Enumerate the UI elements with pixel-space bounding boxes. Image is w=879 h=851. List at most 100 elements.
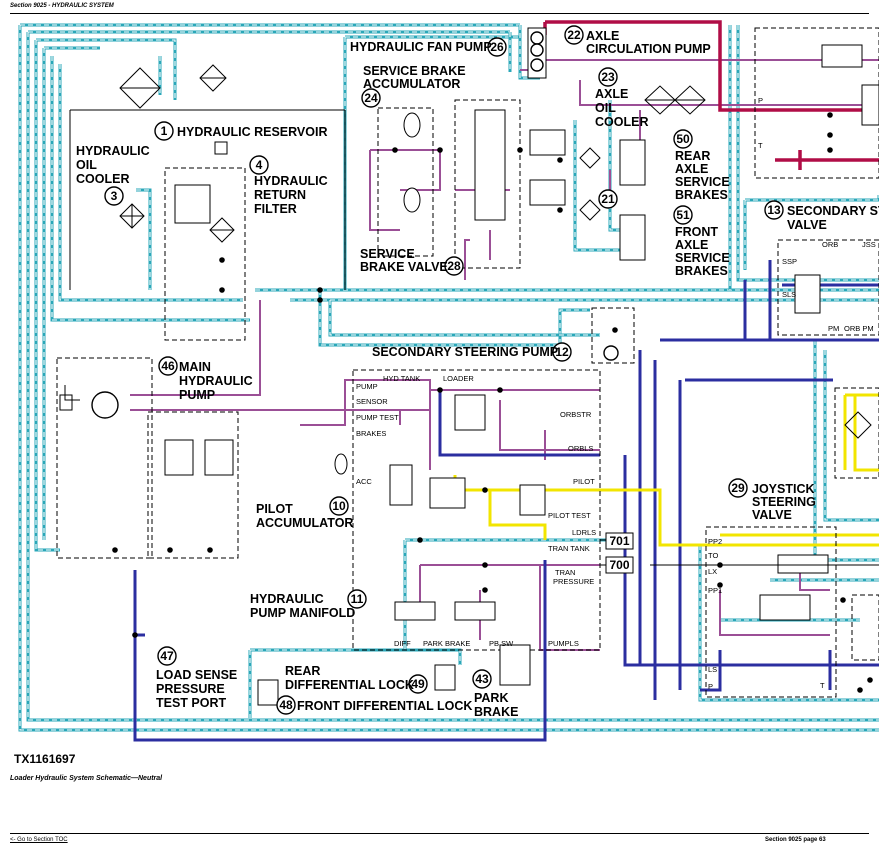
callout-1: 1 [154, 121, 174, 141]
svg-text:1: 1 [161, 124, 168, 138]
svg-text:23: 23 [601, 70, 615, 84]
svg-text:P: P [708, 682, 713, 691]
svg-text:11: 11 [351, 592, 364, 606]
svg-text:ORBLS: ORBLS [568, 444, 593, 453]
svg-text:51: 51 [676, 208, 690, 222]
callout-21: 21 [598, 189, 618, 209]
svg-text:46: 46 [161, 359, 175, 373]
component-outlines [56, 27, 879, 706]
svg-text:PUMP TEST: PUMP TEST [356, 413, 399, 422]
svg-text:BRAKES: BRAKES [356, 429, 386, 438]
svg-text:PILOT TEST: PILOT TEST [548, 511, 591, 520]
pilot-line-network [18, 23, 879, 732]
callout-46: 46 [158, 356, 178, 376]
callout-10: 10 [329, 496, 349, 516]
svg-text:T: T [820, 681, 825, 690]
callout-43: 43 [472, 669, 492, 689]
callout-13: 13 [764, 200, 784, 220]
svg-text:SLS: SLS [782, 290, 796, 299]
svg-text:LS: LS [708, 665, 717, 674]
footer-divider [10, 833, 869, 834]
svg-text:50: 50 [676, 132, 690, 146]
svg-text:47: 47 [160, 649, 174, 663]
svg-text:PM: PM [828, 324, 839, 333]
svg-text:LOADER: LOADER [443, 374, 474, 383]
svg-text:T: T [758, 141, 763, 150]
label-reservoir: HYDRAULIC RESERVOIR [177, 125, 327, 139]
svg-text:PUMP: PUMP [356, 382, 378, 391]
svg-text:700: 700 [609, 558, 629, 572]
page-number: Section 9025 page 63 [765, 837, 826, 843]
svg-text:21: 21 [601, 192, 615, 206]
svg-text:JSS: JSS [862, 240, 876, 249]
callout-4: 4 [249, 155, 269, 175]
callout-12: 12 [552, 342, 572, 362]
svg-text:PARK BRAKE: PARK BRAKE [423, 639, 470, 648]
svg-text:SENSOR: SENSOR [356, 397, 388, 406]
svg-text:PP1: PP1 [708, 586, 722, 595]
header-divider [10, 13, 869, 14]
svg-text:ORB PM: ORB PM [844, 324, 874, 333]
callout-28: 28 [444, 256, 464, 276]
callout-22: 22 [564, 25, 584, 45]
svg-text:29: 29 [731, 481, 745, 495]
svg-text:ACC: ACC [356, 477, 372, 486]
svg-text:701: 701 [609, 534, 629, 548]
svg-text:LDRLS: LDRLS [572, 528, 596, 537]
test-port-701: 701 [605, 532, 634, 550]
svg-text:49: 49 [411, 677, 425, 691]
svg-text:10: 10 [332, 499, 346, 513]
svg-text:PILOT: PILOT [573, 477, 595, 486]
svg-text:4: 4 [256, 158, 263, 172]
svg-text:TO: TO [708, 551, 718, 560]
figure-id: TX1161697 [14, 752, 76, 766]
label-front-diff-lock: FRONT DIFFERENTIAL LOCK [297, 699, 472, 713]
svg-text:PB SW: PB SW [489, 639, 514, 648]
figure-caption: Loader Hydraulic System Schematic—Neutra… [10, 775, 163, 782]
callout-26: 26 [487, 37, 507, 57]
section-toc-link[interactable]: <- Go to Section TOC [10, 837, 68, 843]
callout-49: 49 [408, 674, 428, 694]
svg-text:22: 22 [567, 28, 581, 42]
svg-text:DIFF: DIFF [394, 639, 411, 648]
svg-text:48: 48 [279, 698, 293, 712]
svg-text:SSP: SSP [782, 257, 797, 266]
junction-dots [112, 112, 873, 693]
svg-text:28: 28 [447, 259, 461, 273]
label-fan-pump: HYDRAULIC FAN PUMP [350, 40, 492, 54]
svg-text:ORBSTR: ORBSTR [560, 410, 592, 419]
svg-text:43: 43 [475, 672, 489, 686]
port-labels: HYD TANK PUMP SENSOR PUMP TEST BRAKES LO… [356, 96, 876, 691]
svg-text:PUMPLS: PUMPLS [548, 639, 579, 648]
callout-3: 3 [104, 186, 124, 206]
svg-text:P: P [758, 96, 763, 105]
load-sense-line-network [133, 260, 879, 742]
callout-51: 51 [673, 205, 693, 225]
callout-50: 50 [673, 129, 693, 149]
svg-text:26: 26 [490, 40, 504, 54]
callout-48: 48 [276, 695, 296, 715]
svg-text:TRAN TANK: TRAN TANK [548, 544, 590, 553]
test-port-700: 700 [605, 556, 634, 574]
section-header: Section 9025 - HYDRAULIC SYSTEM [10, 3, 114, 9]
callout-47: 47 [157, 646, 177, 666]
callout-23: 23 [598, 67, 618, 87]
svg-text:LX: LX [708, 567, 717, 576]
svg-text:24: 24 [364, 91, 378, 105]
callout-29: 29 [728, 478, 748, 498]
label-secondary-steering-pump: SECONDARY STEERING PUMP [372, 345, 558, 359]
svg-text:13: 13 [767, 203, 781, 217]
